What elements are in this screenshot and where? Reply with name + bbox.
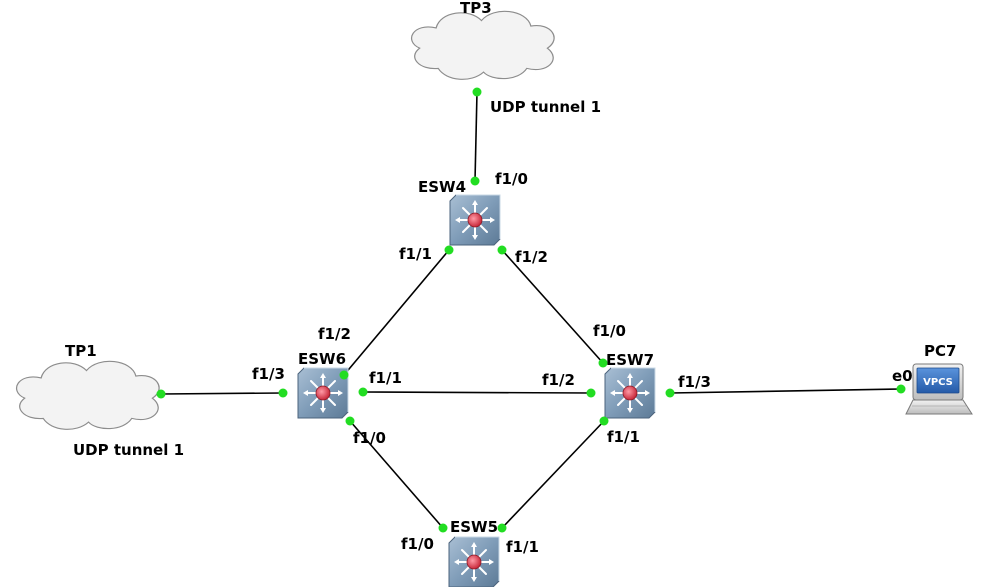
endpoint-esw4-f1-1 (444, 245, 454, 255)
port-label-esw7-f1-3: f1/3 (678, 373, 711, 391)
port-label-esw4-f1-2: f1/2 (515, 248, 548, 266)
switch-esw4[interactable] (449, 194, 501, 246)
cloud-tp3[interactable]: TP3 (410, 0, 555, 80)
endpoint-tp1 (156, 389, 166, 399)
tp3-tunnel-label: UDP tunnel 1 (490, 98, 601, 116)
link-tp3-esw4[interactable] (474, 91, 478, 182)
endpoint-esw7-f1-2 (586, 388, 596, 398)
port-label-esw5-f1-0: f1/0 (401, 535, 434, 553)
port-label-esw6-f1-0: f1/0 (353, 429, 386, 447)
port-labels: f1/0 f1/1 f1/2 f1/2 f1/3 f1/1 f1/0 f1/0 … (252, 170, 913, 556)
host-pc7[interactable]: VPCS (905, 363, 973, 415)
port-label-esw4-f1-1: f1/1 (399, 245, 432, 263)
link-esw6-esw5[interactable] (349, 420, 444, 529)
switch-esw7-label: ESW7 (606, 351, 654, 369)
cloud-tp1-label: TP1 (65, 342, 97, 360)
link-esw4-esw7[interactable] (501, 249, 604, 364)
port-label-esw6-f1-3: f1/3 (252, 365, 285, 383)
endpoint-esw6-f1-1 (358, 387, 368, 397)
endpoint-esw6-f1-3 (278, 388, 288, 398)
link-endpoints (156, 87, 906, 533)
tp1-tunnel-label: UDP tunnel 1 (73, 441, 184, 459)
port-label-esw6-f1-2: f1/2 (318, 325, 351, 343)
port-label-esw6-f1-1: f1/1 (369, 369, 402, 387)
endpoint-tp3 (472, 87, 482, 97)
endpoint-esw6-f1-2 (339, 370, 349, 380)
endpoint-esw5-f1-1 (497, 523, 507, 533)
port-label-esw7-f1-0: f1/0 (593, 322, 626, 340)
switch-esw6-label: ESW6 (298, 350, 346, 368)
link-tp1-esw6[interactable] (160, 392, 284, 395)
link-esw7-esw5[interactable] (501, 420, 605, 529)
host-pc7-label: PC7 (924, 342, 956, 360)
endpoint-esw4-f1-2 (497, 245, 507, 255)
endpoint-esw7-f1-1 (599, 416, 609, 426)
switch-esw5-label: ESW5 (450, 518, 498, 536)
link-esw6-esw7[interactable] (362, 391, 592, 394)
port-label-esw5-f1-1: f1/1 (506, 538, 539, 556)
pc7-screen-text: VPCS (923, 377, 953, 388)
cloud-tp3-label: TP3 (460, 0, 492, 17)
port-label-esw7-f1-2: f1/2 (542, 371, 575, 389)
switch-esw4-label: ESW4 (418, 178, 466, 196)
endpoint-pc7-e0 (896, 384, 906, 394)
switch-esw7[interactable] (604, 367, 656, 419)
port-label-pc7-e0: e0 (892, 367, 913, 385)
endpoint-esw6-f1-0 (345, 416, 355, 426)
switch-esw5[interactable] (448, 536, 500, 587)
cloud-tp1[interactable]: TP1 (15, 342, 160, 430)
endpoint-esw5-f1-0 (438, 523, 448, 533)
endpoint-esw7-f1-0 (598, 358, 608, 368)
port-label-esw7-f1-1: f1/1 (607, 428, 640, 446)
link-esw4-esw6[interactable] (343, 249, 450, 376)
links-layer (160, 91, 902, 529)
link-esw7-pc7[interactable] (669, 388, 902, 394)
endpoint-esw4-f1-0 (470, 176, 480, 186)
port-label-esw4-f1-0: f1/0 (495, 170, 528, 188)
endpoint-esw7-f1-3 (665, 388, 675, 398)
